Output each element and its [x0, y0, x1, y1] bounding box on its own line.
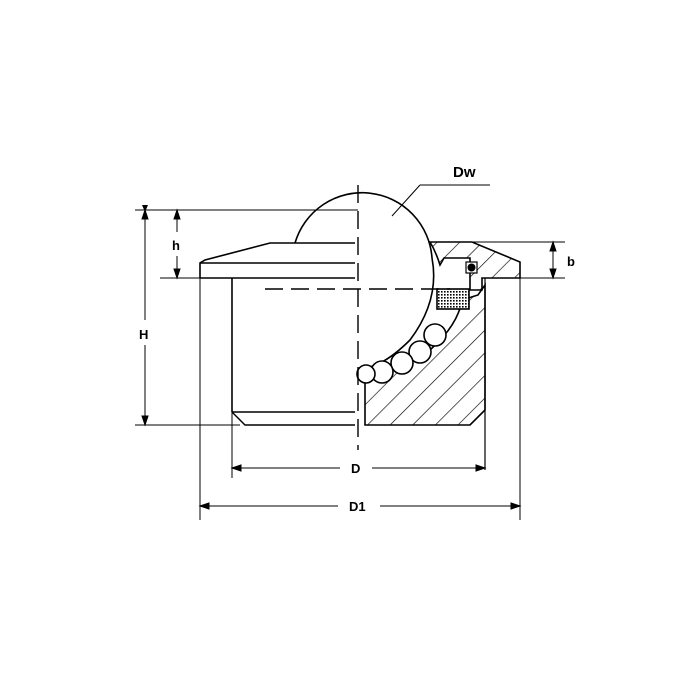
- label-dw: Dw: [453, 164, 476, 181]
- label-H: H: [139, 327, 148, 342]
- felt-seal: [436, 288, 470, 310]
- ball: [294, 191, 435, 369]
- dimension-labels: Dw h H b D D1: [139, 164, 575, 514]
- label-h: h: [172, 238, 180, 253]
- centerlines: [265, 185, 450, 450]
- label-b: b: [567, 254, 575, 269]
- left-outline: [199, 242, 355, 520]
- label-D1: D1: [349, 499, 366, 514]
- support-balls: [356, 323, 447, 384]
- label-D: D: [351, 461, 360, 476]
- dimension-lines: [135, 184, 565, 510]
